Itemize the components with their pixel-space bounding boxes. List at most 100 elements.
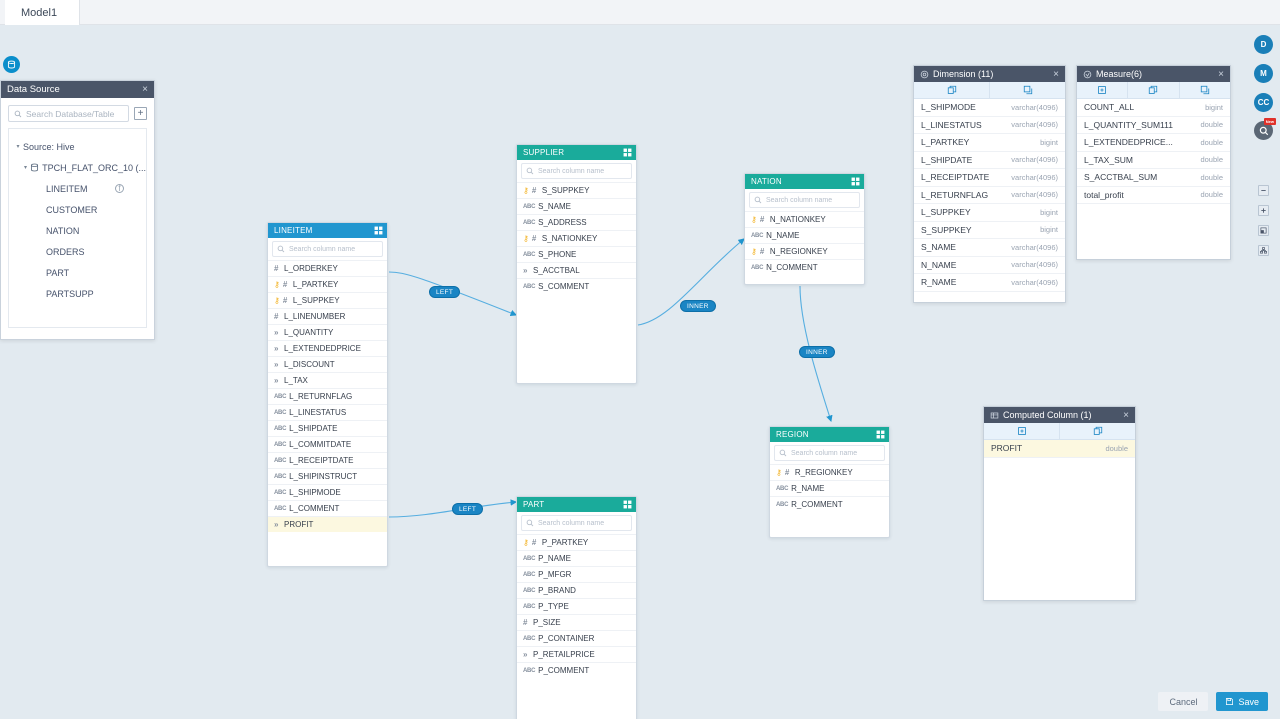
table-card-header[interactable]: SUPPLIER [517,145,636,160]
table-column-s_suppkey[interactable]: ⚷#S_SUPPKEY [517,182,636,198]
search-shortcut[interactable]: New [1254,118,1276,140]
column-search-input[interactable]: Search column name [272,241,383,257]
join-line-lineitem-supplier[interactable] [388,271,518,317]
zoom-in-button[interactable] [1258,205,1269,216]
grid-icon[interactable] [374,226,383,235]
computed-column-shortcut[interactable]: CC [1254,93,1273,112]
table-card-header[interactable]: LINEITEM [268,223,387,238]
table-column-s_acctbal[interactable]: »S_ACCTBAL [517,262,636,278]
table-column-l_orderkey[interactable]: #L_ORDERKEY [268,260,387,276]
table-column-r_regionkey[interactable]: ⚷#R_REGIONKEY [770,464,889,480]
table-column-l_tax[interactable]: »L_TAX [268,372,387,388]
table-column-l_discount[interactable]: »L_DISCOUNT [268,356,387,372]
table-column-l_linenumber[interactable]: #L_LINENUMBER [268,308,387,324]
join-badge-nation-region[interactable]: INNER [799,346,835,358]
join-line-lineitem-part[interactable] [388,499,518,518]
table-column-p_size[interactable]: #P_SIZE [517,614,636,630]
copy-icon[interactable] [1180,82,1230,98]
table-column-n_regionkey[interactable]: ⚷#N_REGIONKEY [745,243,864,259]
table-column-profit[interactable]: »PROFIT [268,516,387,532]
copy-icon[interactable] [1128,82,1180,98]
measure-shortcut[interactable]: M [1254,64,1273,83]
tree-item-orders[interactable]: ORDERS [9,241,146,262]
chevron-down-icon[interactable]: ▾ [16,144,20,150]
table-column-l_extendedprice[interactable]: »L_EXTENDEDPRICE [268,340,387,356]
tree-item-customer[interactable]: CUSTOMER [9,199,146,220]
table-column-l_quantity[interactable]: »L_QUANTITY [268,324,387,340]
table-column-l_suppkey[interactable]: ⚷#L_SUPPKEY [268,292,387,308]
search-database-table-input[interactable]: Search Database/Table [8,105,129,122]
column-search-input[interactable]: Search column name [521,163,632,179]
zoom-out-button[interactable] [1258,185,1269,196]
table-column-l_partkey[interactable]: ⚷#L_PARTKEY [268,276,387,292]
tab-model1[interactable]: Model1 [5,0,81,25]
column-search-input[interactable]: Search column name [521,515,632,531]
column-search-input[interactable]: Search column name [749,192,860,208]
table-column-n_nationkey[interactable]: ⚷#N_NATIONKEY [745,211,864,227]
join-line-supplier-nation[interactable] [637,238,745,326]
add-datasource-button[interactable]: + [134,107,147,120]
database-icon[interactable] [3,56,20,73]
join-badge-supplier-nation[interactable]: INNER [680,300,716,312]
table-column-p_partkey[interactable]: ⚷#P_PARTKEY [517,534,636,550]
dimension-shortcut[interactable]: D [1254,35,1273,54]
copy-icon[interactable] [914,82,990,98]
plus-box-icon[interactable] [1077,82,1129,98]
table-column-s_nationkey[interactable]: ⚷#S_NATIONKEY [517,230,636,246]
join-badge-lineitem-supplier[interactable]: LEFT [429,286,461,298]
close-icon[interactable]: × [142,84,148,95]
grid-icon[interactable] [876,430,885,439]
tree-item-partsupp[interactable]: PARTSUPP [9,283,146,304]
close-icon[interactable]: × [1218,68,1224,80]
auto-layout-button[interactable] [1258,245,1269,256]
fit-screen-button[interactable] [1258,225,1269,236]
column-search-input[interactable]: Search column name [774,445,885,461]
save-button[interactable]: Save [1216,692,1268,711]
close-icon[interactable]: × [1053,68,1059,80]
tree-item-part[interactable]: PART [9,262,146,283]
chevron-down-icon[interactable]: ▾ [24,165,28,171]
table-card-header[interactable]: REGION [770,427,889,442]
grid-icon[interactable] [851,177,860,186]
measure-row[interactable]: L_EXTENDEDPRICE...double [1077,134,1230,152]
table-column-p_retailprice[interactable]: »P_RETAILPRICE [517,646,636,662]
copy-icon[interactable] [1060,423,1135,439]
